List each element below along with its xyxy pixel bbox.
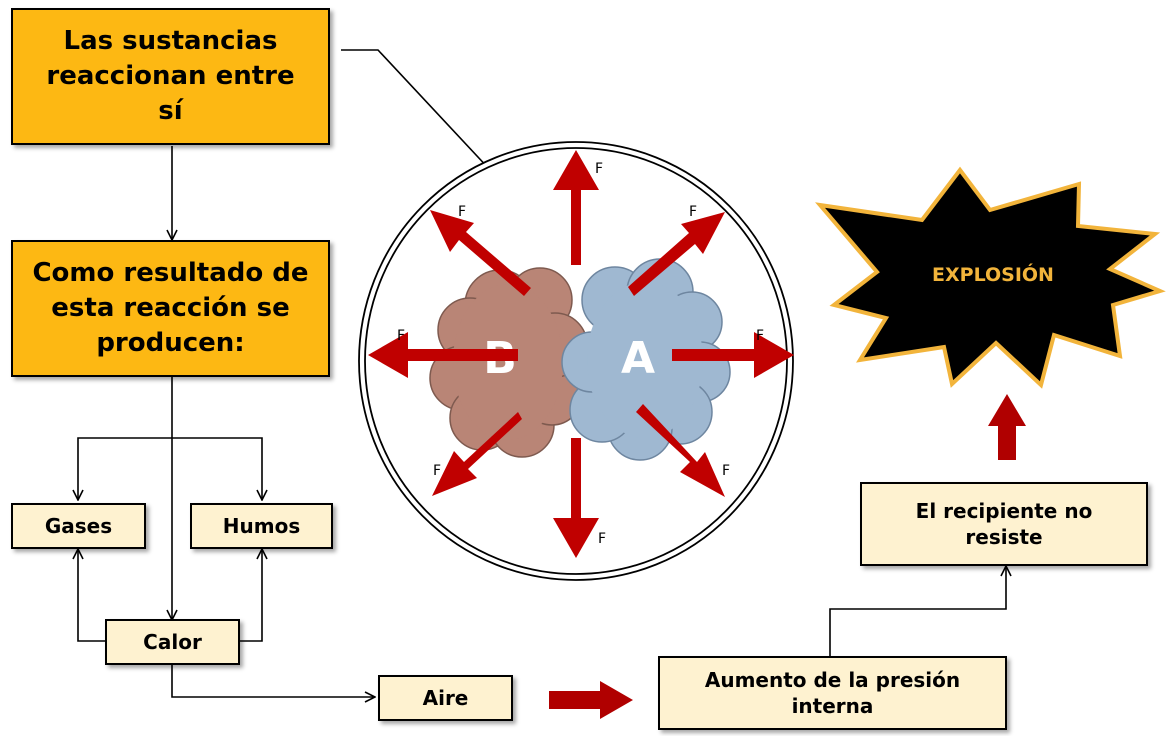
connector-calor-to-humos [240, 549, 262, 642]
explosion-label: EXPLOSIÓN [932, 262, 1054, 286]
container-box: El recipiente no resiste [860, 482, 1148, 566]
force-arrow-left [368, 332, 518, 378]
humos-box: Humos [190, 503, 333, 549]
force-label-down-right: F [722, 463, 730, 479]
force-arrow-up [553, 150, 599, 265]
connector-lines [78, 49, 1006, 697]
substance-a-label: A [621, 333, 655, 384]
force-label-down-left: F [433, 463, 441, 479]
cloud-a [561, 258, 731, 461]
pressure-box: Aumento de la presión interna [658, 656, 1007, 730]
force-label-up-left: F [458, 204, 466, 220]
force-label-right: F [756, 328, 764, 344]
calor-box: Calor [105, 619, 240, 665]
force-arrow-right [672, 332, 794, 378]
arrow-aire-to-pressure [549, 681, 633, 719]
force-arrow-up-left [430, 210, 531, 296]
force-arrows [368, 150, 794, 558]
force-label-left: F [397, 328, 405, 344]
gases-box: Gases [11, 503, 146, 549]
result-box: Como resultado de esta reacción se produ… [11, 240, 330, 377]
reaction-box: Las sustancias reaccionan entre sí [11, 8, 330, 145]
force-labels: F F F F F F F F [397, 161, 764, 547]
vessel-inner-ring [364, 147, 788, 575]
aire-box: Aire [378, 675, 513, 721]
connector-calor-to-aire [171, 664, 375, 697]
explosion-burst: EXPLOSIÓN [815, 166, 1166, 389]
arrow-container-to-explosion [988, 394, 1026, 460]
explosion-star [815, 166, 1166, 389]
connector-to-gases [78, 437, 172, 500]
cloud-b [429, 267, 588, 458]
connector-pressure-to-container [829, 566, 1006, 656]
force-label-up-right: F [689, 204, 697, 220]
force-arrow-down-right [636, 404, 725, 497]
force-label-down: F [598, 531, 606, 547]
connector-calor-to-gases [78, 549, 105, 642]
force-arrow-down-left [432, 412, 522, 496]
connector-to-humos [172, 437, 262, 500]
reaction-vessel: B A F F F F F F F F [358, 141, 794, 581]
force-arrow-down [553, 438, 599, 558]
force-label-up: F [595, 161, 603, 177]
force-arrow-up-right [628, 212, 725, 296]
